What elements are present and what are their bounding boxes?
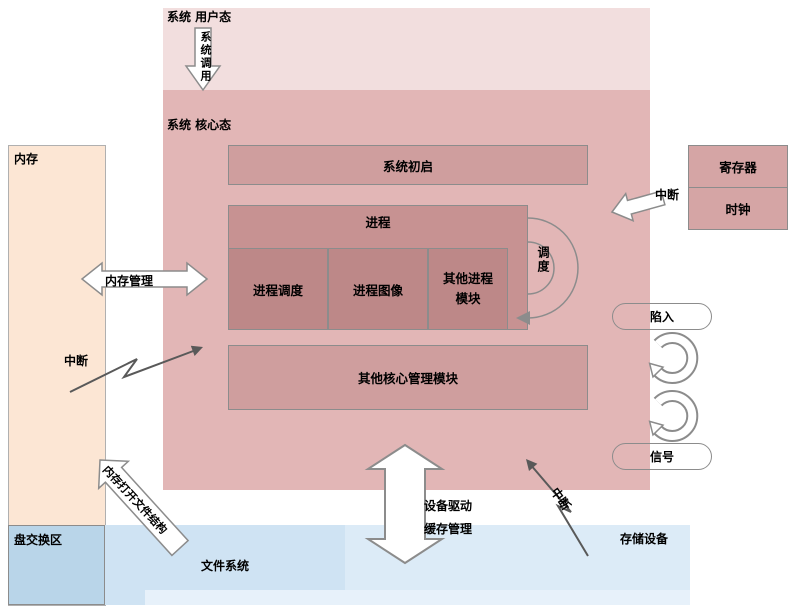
process-sched-box: 进程调度 bbox=[228, 248, 328, 330]
process-sched-label: 进程调度 bbox=[252, 282, 303, 298]
process-image-box: 进程图像 bbox=[328, 248, 428, 330]
interrupt-left-label: 中断 bbox=[64, 354, 89, 368]
storage-label: 存储设备 bbox=[620, 532, 669, 546]
swap-label: 盘交换区 bbox=[14, 533, 63, 547]
register-clock-box: 寄存器 时钟 bbox=[688, 145, 788, 230]
process-label: 进程 bbox=[365, 215, 391, 230]
sys-init-box: 系统初启 bbox=[228, 145, 588, 185]
user-mode-region bbox=[163, 8, 650, 90]
register-cell: 寄存器 bbox=[689, 146, 787, 188]
file-system-label: 文件系统 bbox=[201, 559, 250, 573]
interrupt-right-label: 中断 bbox=[655, 188, 680, 202]
clock-label: 时钟 bbox=[725, 202, 751, 217]
trap-label: 陷入 bbox=[649, 310, 674, 324]
memory-mgmt-label: 内存管理 bbox=[105, 274, 154, 288]
sys-init-label: 系统初启 bbox=[382, 158, 433, 174]
signal-pill: 信号 bbox=[612, 443, 712, 470]
device-driver-label: 设备驱动 bbox=[424, 499, 473, 513]
signal-label: 信号 bbox=[649, 450, 674, 464]
syscall-arrow-label: 系统调用 bbox=[199, 31, 212, 83]
trap-pill: 陷入 bbox=[612, 303, 712, 330]
other-process-label-line2: 模块 bbox=[455, 291, 481, 306]
other-kernel-label: 其他核心管理模块 bbox=[357, 371, 458, 386]
signal-loop-arrow bbox=[648, 390, 699, 442]
dispatch-label: 调度 bbox=[536, 246, 550, 274]
clock-cell: 时钟 bbox=[689, 188, 787, 229]
kernel-mode-label: 系统 核心态 bbox=[167, 118, 232, 132]
other-kernel-box: 其他核心管理模块 bbox=[228, 345, 588, 410]
other-process-box: 其他进程 模块 bbox=[428, 248, 508, 330]
process-image-label: 进程图像 bbox=[352, 282, 403, 298]
register-label: 寄存器 bbox=[719, 160, 757, 175]
cache-mgmt-label: 缓存管理 bbox=[424, 522, 473, 536]
other-process-label-line1: 其他进程 bbox=[442, 271, 493, 286]
bottom-strip bbox=[145, 590, 690, 605]
user-mode-label: 系统 用户态 bbox=[167, 10, 232, 24]
swap-box bbox=[8, 525, 105, 605]
trap-loop-arrow bbox=[648, 332, 699, 384]
memory-region-label: 内存 bbox=[14, 152, 39, 166]
